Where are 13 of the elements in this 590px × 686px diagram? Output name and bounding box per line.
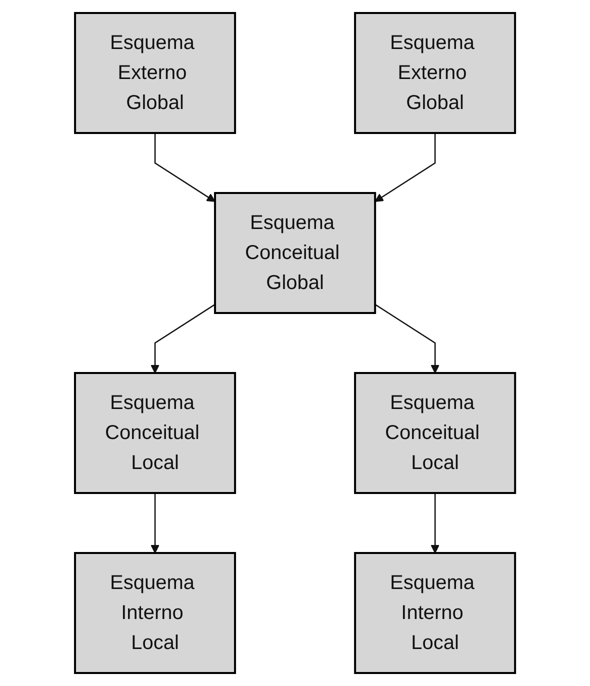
node-box: Esquema Externo Global xyxy=(74,12,236,134)
node-box: Esquema Conceitual Local xyxy=(354,372,516,494)
arrow xyxy=(374,133,436,202)
node-box: Esquema Conceitual Local xyxy=(74,372,236,494)
arrow xyxy=(374,304,440,374)
node-box: Esquema Interno Local xyxy=(74,552,236,674)
node-box: Esquema Externo Global xyxy=(354,12,516,134)
arrow xyxy=(150,304,216,374)
arrow xyxy=(430,493,440,554)
arrow xyxy=(150,493,160,554)
node-box: Esquema Conceitual Global xyxy=(214,192,376,314)
node-box: Esquema Interno Local xyxy=(354,552,516,674)
arrow xyxy=(154,133,216,202)
